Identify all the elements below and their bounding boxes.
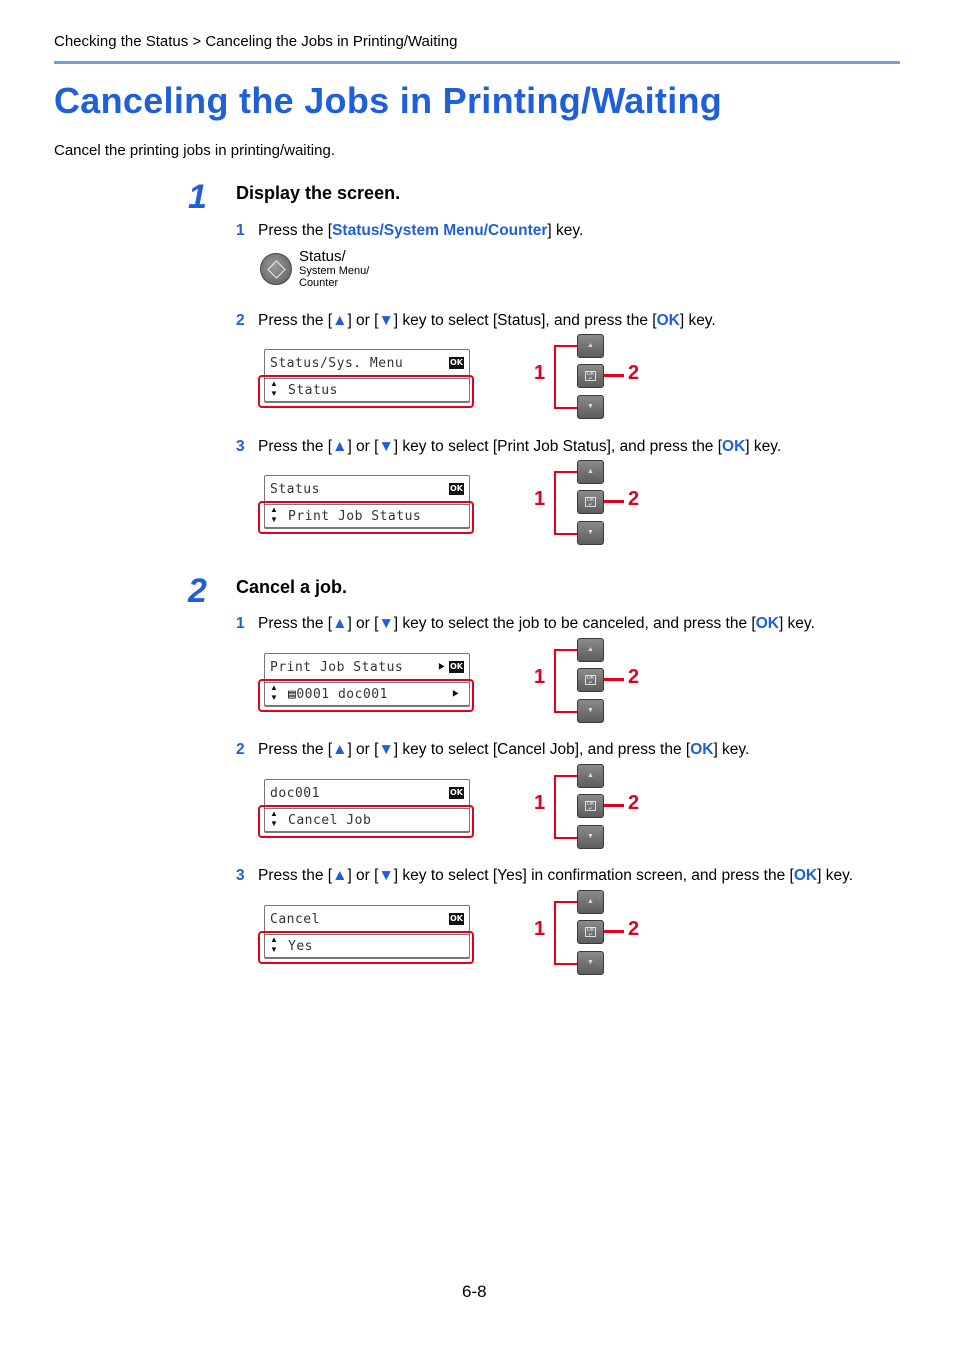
down-key-button[interactable]: ▼	[577, 951, 604, 975]
page-title: Canceling the Jobs in Printing/Waiting	[54, 80, 723, 121]
up-arrow-icon: ▲	[332, 438, 348, 455]
lcd-line-2: Yes	[288, 939, 313, 954]
up-down-icon: ▲▼	[270, 379, 278, 398]
up-arrow-icon: ▲	[332, 741, 348, 758]
substep-number: 2	[236, 312, 245, 329]
status-key-icon	[260, 253, 292, 285]
up-down-icon: ▲▼	[270, 505, 278, 524]
up-down-icon: ▲▼	[270, 809, 278, 828]
step-title: Display the screen.	[236, 183, 401, 203]
ok-key-button[interactable]: OK↵	[577, 364, 604, 388]
lcd-screen: Print Job Status ⯈ OK ▲▼ ▤0001 doc001 ⯈	[258, 653, 474, 715]
up-key-button[interactable]: ▲	[577, 334, 604, 358]
up-down-icon: ▲▼	[270, 935, 278, 954]
substep-number: 3	[236, 867, 245, 884]
lcd-line-2: ▤0001 doc001	[288, 687, 388, 702]
lcd-line-1: Status/Sys. Menu	[270, 356, 404, 371]
up-key-button[interactable]: ▲	[577, 764, 604, 788]
document-icon: ▤	[288, 687, 297, 702]
down-key-button[interactable]: ▼	[577, 521, 604, 545]
header-divider	[54, 61, 900, 64]
step-title: Cancel a job.	[236, 577, 348, 597]
up-down-icon: ▲▼	[270, 683, 278, 702]
up-arrow-icon: ▲	[332, 867, 348, 884]
lcd-line-2: Status	[288, 383, 338, 398]
lcd-screen: Status/Sys. Menu OK ▲▼ Status	[258, 349, 474, 411]
up-key-button[interactable]: ▲	[577, 890, 604, 914]
down-arrow-icon: ▼	[378, 741, 394, 758]
down-arrow-icon: ▼	[378, 867, 394, 884]
forward-arrow-icon: ⯈	[436, 660, 446, 674]
up-arrow-icon: ▲	[332, 615, 348, 632]
key-name: Status/System Menu/Counter	[332, 222, 548, 239]
operation-panel-keys: 1 ▲ OK↵ ▼ 2	[530, 890, 650, 978]
ok-key-name: OK	[690, 741, 714, 758]
step-number: 1	[188, 178, 207, 216]
step-number: 2	[188, 572, 207, 610]
ok-icon: OK	[449, 483, 464, 495]
lcd-line-1: Status	[270, 482, 320, 497]
ok-key-button[interactable]: OK↵	[577, 794, 604, 818]
selection-highlight	[258, 375, 474, 408]
operation-panel-keys: 1 ▲ OK↵ ▼ 2	[530, 764, 650, 852]
up-arrow-icon: ▲	[332, 312, 348, 329]
key-label: Status/ System Menu/ Counter	[299, 248, 370, 290]
lcd-line-2: Print Job Status	[288, 509, 422, 524]
ok-icon: OK	[449, 787, 464, 799]
down-key-button[interactable]: ▼	[577, 699, 604, 723]
breadcrumb: Checking the Status > Canceling the Jobs…	[54, 33, 458, 50]
ok-key-button[interactable]: OK↵	[577, 668, 604, 692]
lcd-screen: Cancel OK ▲▼ Yes	[258, 905, 474, 967]
down-arrow-icon: ▼	[378, 438, 394, 455]
substep-number: 1	[236, 222, 245, 239]
selection-highlight	[258, 931, 474, 964]
up-key-button[interactable]: ▲	[577, 460, 604, 484]
lcd-line-1: Print Job Status	[270, 660, 404, 675]
forward-arrow-icon: ⯈	[450, 687, 460, 701]
ok-key-name: OK	[656, 312, 680, 329]
down-key-button[interactable]: ▼	[577, 395, 604, 419]
ok-key-button[interactable]: OK↵	[577, 490, 604, 514]
substep-number: 1	[236, 615, 245, 632]
selection-highlight	[258, 805, 474, 838]
operation-panel-keys: 1 ▲ OK↵ ▼ 2	[530, 460, 650, 548]
lcd-line-1: doc001	[270, 786, 320, 801]
ok-icon: OK	[449, 913, 464, 925]
lcd-line-1: Cancel	[270, 912, 320, 927]
selection-highlight	[258, 501, 474, 534]
intro-text: Cancel the printing jobs in printing/wai…	[54, 142, 335, 159]
up-key-button[interactable]: ▲	[577, 638, 604, 662]
ok-key-name: OK	[755, 615, 779, 632]
substep-number: 2	[236, 741, 245, 758]
ok-key-name: OK	[793, 867, 818, 884]
substep-number: 3	[236, 438, 245, 455]
lcd-line-2: Cancel Job	[288, 813, 372, 828]
down-arrow-icon: ▼	[378, 312, 394, 329]
status-system-menu-key-image: Status/ System Menu/ Counter	[258, 249, 398, 293]
ok-icon: OK	[449, 357, 464, 369]
down-key-button[interactable]: ▼	[577, 825, 604, 849]
down-arrow-icon: ▼	[378, 615, 394, 632]
lcd-screen: Status OK ▲▼ Print Job Status	[258, 475, 474, 537]
operation-panel-keys: 1 ▲ OK↵ ▼ 2	[530, 638, 650, 726]
page-number: 6-8	[462, 1282, 487, 1301]
selection-highlight	[258, 679, 474, 712]
operation-panel-keys: 1 ▲ OK↵ ▼ 2	[530, 334, 650, 422]
ok-key-button[interactable]: OK↵	[577, 920, 604, 944]
lcd-screen: doc001 OK ▲▼ Cancel Job	[258, 779, 474, 841]
ok-icon: OK	[449, 661, 464, 673]
ok-key-name: OK	[722, 438, 746, 455]
